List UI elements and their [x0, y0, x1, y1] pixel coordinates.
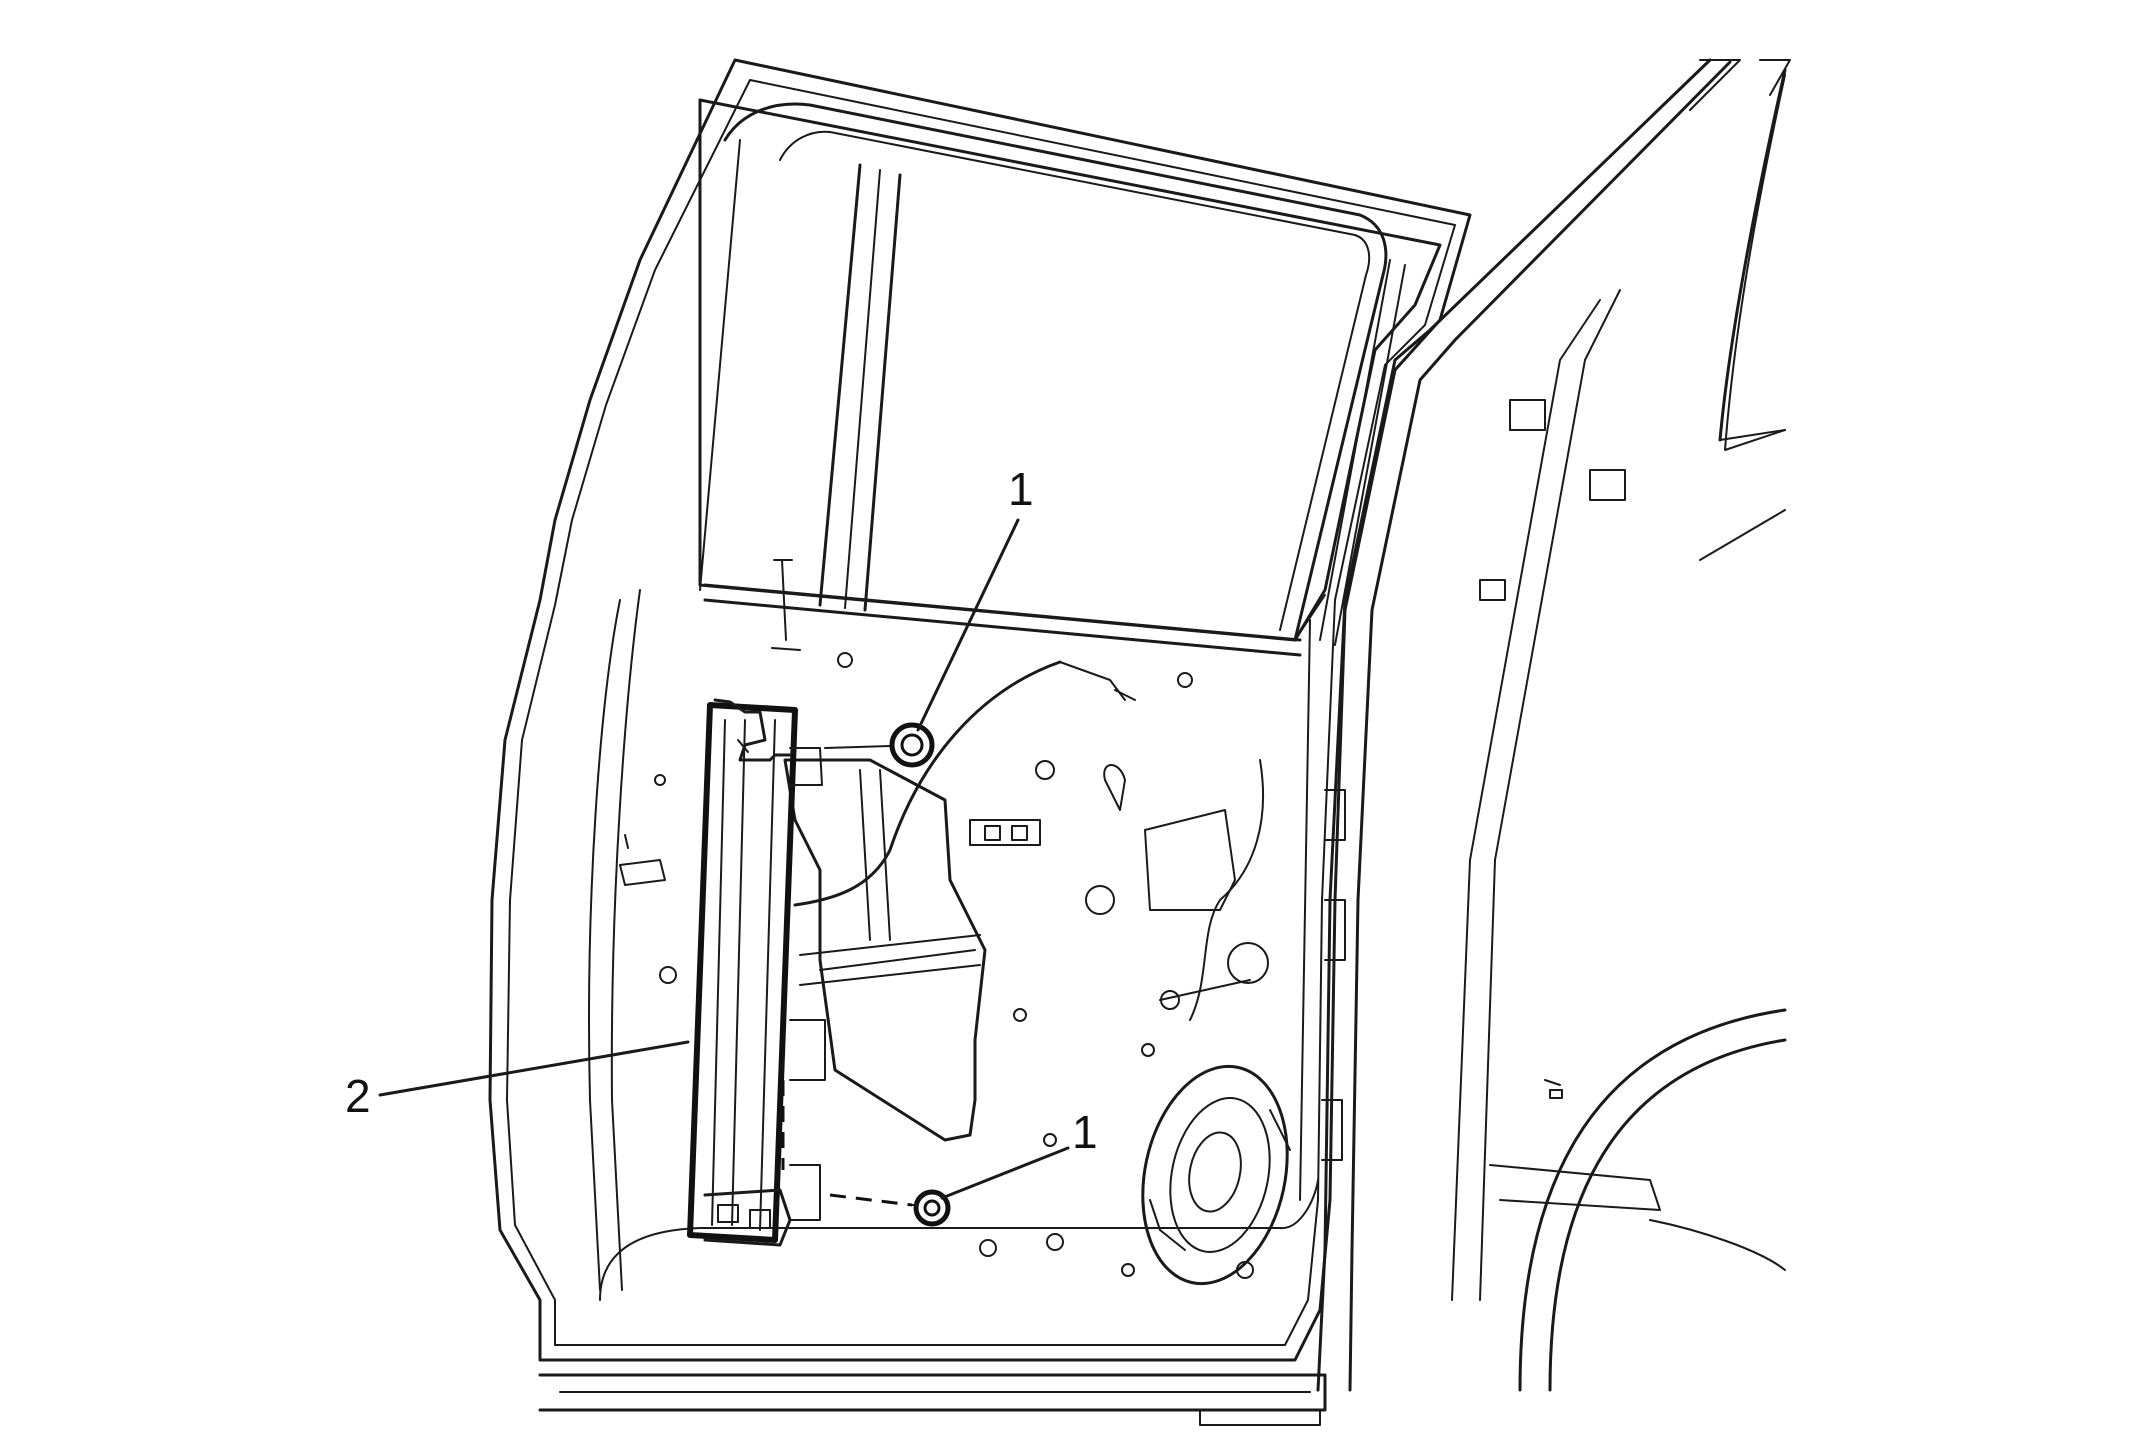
callout-2: 2: [345, 1070, 371, 1122]
window-rail-component: [687, 698, 826, 1247]
leader-line-upper-1: [916, 518, 1020, 732]
alignment-dash-lower-fastener: [829, 1193, 913, 1207]
leader-line-2: [378, 1040, 690, 1097]
door-inner-panel: [619, 652, 1291, 1286]
door-shell: [488, 58, 1472, 1426]
fastener-upper: [824, 722, 935, 768]
leader-line-lower-1: [940, 1146, 1070, 1200]
vehicle-body: [1316, 58, 1791, 1392]
callout-1-lower: 1: [1072, 1106, 1098, 1158]
callout-1-upper: 1: [1008, 463, 1034, 515]
window-frame: [698, 98, 1442, 657]
fastener-lower: [909, 1189, 951, 1227]
